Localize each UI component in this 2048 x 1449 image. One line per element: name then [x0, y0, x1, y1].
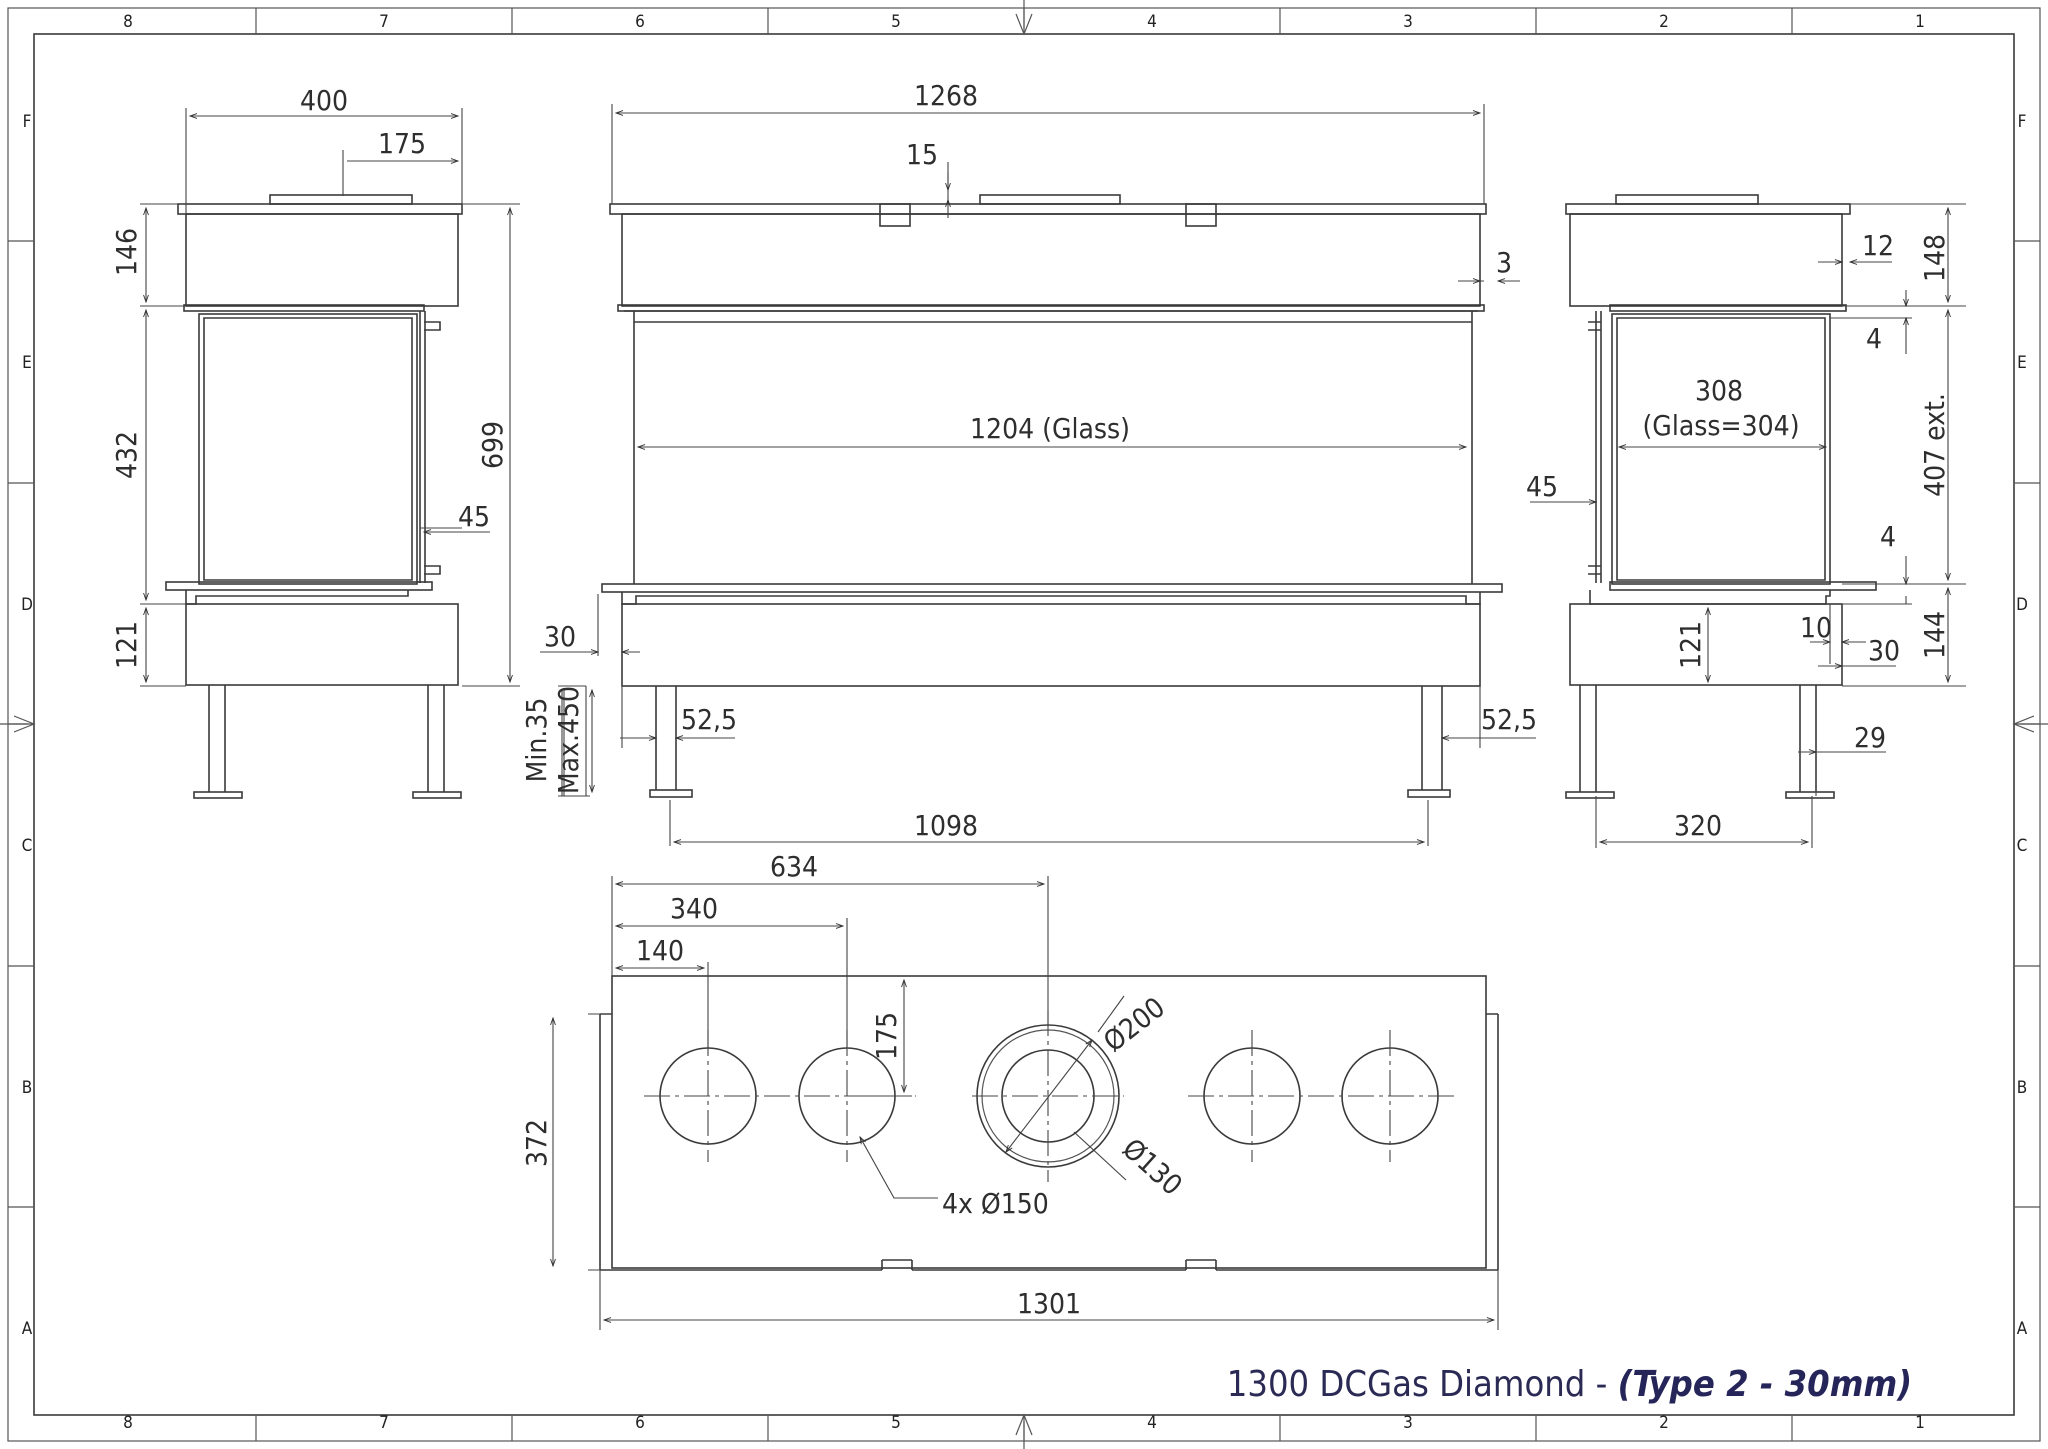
grid-labels-right: F E D C B A [2016, 112, 2028, 1339]
dim-left-top-height: 146 [110, 228, 143, 276]
grid-labels-bottom: 8 7 6 5 4 3 2 1 [123, 1413, 1925, 1433]
grid-row-label: B [2017, 1078, 2028, 1098]
grid-labels-left: F E D C B A [21, 112, 33, 1339]
grid-row-label: E [2017, 353, 2027, 373]
dim-right-glass-gap-top: 4 [1866, 322, 1882, 355]
grid-row-label: E [22, 353, 32, 373]
dim-front-frame-offset: 3 [1496, 246, 1512, 279]
dim-left-flue: 175 [378, 127, 426, 160]
grid-col-label: 1 [1915, 12, 1925, 32]
top-view-dimensions: 634 340 140 175 Ø200 Ø130 4x Ø150 372 13… [520, 850, 1499, 1330]
title-separator: - [1585, 1364, 1617, 1405]
grid-col-label: 5 [891, 12, 901, 32]
grid-row-label: C [22, 836, 33, 856]
grid-row-label: F [23, 112, 32, 132]
dim-left-frame: 45 [458, 500, 490, 533]
grid-row-label: D [2016, 595, 2028, 615]
grid-row-label: B [22, 1078, 33, 1098]
dim-top-holes-label: 4x Ø150 [942, 1187, 1049, 1220]
dim-front-side-offset: 30 [544, 620, 576, 653]
dim-right-top-frame: 12 [1862, 229, 1894, 262]
dim-right-top-height: 148 [1918, 234, 1951, 282]
grid-labels-top: 8 7 6 5 4 3 2 1 [123, 12, 1925, 32]
dim-top-hole-offset-2: 340 [670, 892, 718, 925]
dim-front-gap: 15 [906, 138, 938, 171]
dim-right-glass-gap-bottom: 4 [1880, 520, 1896, 553]
left-view-dimensions: 400 175 146 432 699 45 121 [110, 84, 520, 687]
dim-right-height-ext: 407 ext. [1918, 393, 1951, 497]
grid-row-label: A [22, 1319, 33, 1339]
dim-top-depth: 372 [520, 1119, 553, 1167]
dim-right-glass-note: (Glass=304) [1642, 409, 1799, 442]
grid-col-label: 1 [1915, 1413, 1925, 1433]
dim-right-leg-inset: 29 [1854, 721, 1886, 754]
right-view-dimensions: 12 148 4 308 (Glass=304) 407 ext. 45 4 1… [1526, 203, 1966, 848]
dim-left-bottom-height: 121 [110, 621, 143, 669]
grid-col-label: 3 [1403, 12, 1413, 32]
grid-col-label: 7 [379, 1413, 389, 1433]
dim-right-frame: 45 [1526, 470, 1558, 503]
grid-col-label: 3 [1403, 1413, 1413, 1433]
dim-front-width: 1268 [914, 79, 978, 112]
dim-front-glass-width: 1204 (Glass) [970, 412, 1130, 445]
grid-col-label: 6 [635, 12, 645, 32]
grid-col-label: 4 [1147, 12, 1157, 32]
grid-col-label: 7 [379, 12, 389, 32]
dim-right-inset-a: 10 [1800, 611, 1832, 644]
dim-left-total-height: 699 [476, 421, 509, 469]
dim-front-leg-inset-right: 52,5 [1481, 703, 1537, 736]
front-view-dimensions: 1268 15 3 1204 (Glass) 30 Min.35 Max.450… [520, 79, 1537, 846]
grid-row-label: C [2017, 836, 2028, 856]
dim-front-leg-max: Max.450 [552, 686, 585, 794]
dim-top-flue-inner: Ø130 [1116, 1132, 1189, 1202]
dim-left-width: 400 [300, 84, 348, 117]
grid-col-label: 8 [123, 1413, 133, 1433]
dim-front-leg-inset-left: 52,5 [681, 703, 737, 736]
dim-front-leg-spacing: 1098 [914, 809, 978, 842]
dim-top-width: 1301 [1017, 1287, 1081, 1320]
top-view [599, 975, 1499, 1271]
grid-col-label: 4 [1147, 1413, 1157, 1433]
dim-front-leg-min: Min.35 [520, 698, 553, 783]
dim-left-glass-height: 432 [110, 431, 143, 479]
dim-top-flue-outer: Ø200 [1097, 991, 1171, 1059]
front-view [601, 194, 1503, 798]
left-side-view [165, 194, 463, 799]
grid-col-label: 6 [635, 1413, 645, 1433]
grid-row-label: D [21, 595, 33, 615]
right-side-view [1565, 194, 1877, 799]
dim-top-hole-offset-1: 634 [770, 850, 818, 883]
grid-col-label: 2 [1659, 12, 1669, 32]
grid-col-label: 8 [123, 12, 133, 32]
dim-top-hole-offset-3: 140 [636, 934, 684, 967]
dim-right-leg-spacing: 320 [1674, 809, 1722, 842]
dim-right-glass-width: 308 [1695, 374, 1743, 407]
dim-right-inset-b: 30 [1868, 634, 1900, 667]
title-type: (Type 2 - 30mm) [1618, 1364, 1912, 1405]
drawing-title: 1300 DCGas Diamond - (Type 2 - 30mm) [1227, 1364, 1912, 1405]
title-main: 1300 DCGas Diamond [1227, 1364, 1586, 1405]
dim-top-hole-center-y: 175 [870, 1012, 903, 1060]
dim-right-bottom-height: 121 [1674, 621, 1707, 669]
dim-right-bottom-height-total: 144 [1918, 611, 1951, 659]
grid-row-label: F [2018, 112, 2027, 132]
grid-col-label: 5 [891, 1413, 901, 1433]
grid-row-label: A [2017, 1319, 2028, 1339]
grid-col-label: 2 [1659, 1413, 1669, 1433]
